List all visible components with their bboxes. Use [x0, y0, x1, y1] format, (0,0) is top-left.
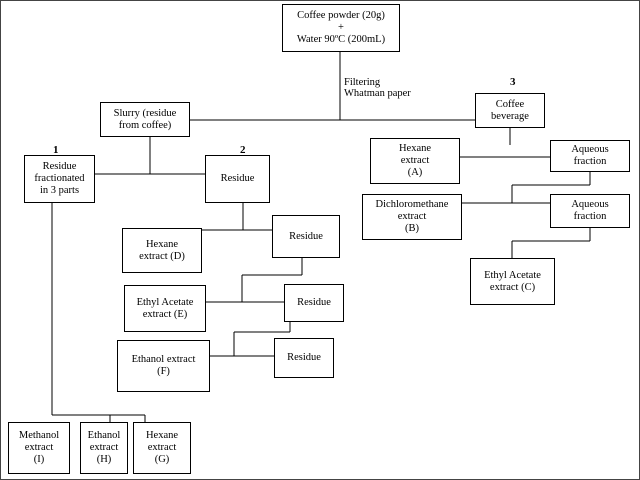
filtering-label: Filtering Whatman paper: [344, 77, 411, 99]
ethanol-extract-f-box: Ethanol extract (F): [117, 340, 210, 392]
route-2-number: 2: [240, 144, 246, 156]
node-text: Aqueous: [571, 144, 609, 155]
slurry-box: Slurry (residue from coffee): [100, 102, 190, 137]
node-text: (H): [96, 454, 112, 465]
node-text: extract: [89, 442, 119, 453]
node-text: Dichloromethane: [375, 199, 449, 210]
node-text: in 3 parts: [39, 185, 80, 196]
whatman-text: Whatman paper: [344, 88, 411, 99]
residue-2-box: Residue: [205, 155, 270, 203]
hexane-extract-g-box: Hexane extract (G): [133, 422, 191, 474]
residue-5-box: Residue: [274, 338, 334, 378]
filtering-text: Filtering: [344, 77, 381, 88]
node-text: Residue: [220, 173, 255, 184]
node-text: Aqueous: [571, 199, 609, 210]
node-text: Hexane: [398, 143, 432, 154]
node-text: (I): [33, 454, 45, 465]
methanol-extract-i-box: Methanol extract (I): [8, 422, 70, 474]
route-1-number: 1: [53, 144, 59, 156]
node-text: extract (E): [142, 308, 188, 320]
residue-3-box: Residue: [272, 215, 340, 258]
coffee-beverage-box: Coffee beverage: [475, 93, 545, 128]
node-text: Water 90ºC (200mL): [296, 34, 386, 45]
residue-fractionated-box: Residue fractionated in 3 parts: [24, 155, 95, 203]
hexane-extract-a-box: Hexane extract (A): [370, 138, 460, 184]
node-text: (A): [407, 167, 423, 178]
node-text: Hexane: [145, 238, 179, 250]
hexane-extract-d-box: Hexane extract (D): [122, 228, 202, 273]
aqueous-fraction-2-box: Aqueous fraction: [550, 194, 630, 228]
route-3-number: 3: [510, 76, 516, 88]
node-text: extract (D): [139, 250, 185, 262]
dichloromethane-extract-b-box: Dichloromethane extract (B): [362, 194, 462, 240]
node-text: extract: [397, 211, 427, 222]
node-text: Slurry (residue: [113, 107, 177, 119]
node-text: (G): [154, 454, 170, 465]
node-text: Methanol: [18, 430, 60, 441]
node-text: fraction: [573, 156, 607, 167]
node-text: (B): [405, 223, 419, 234]
node-text: extract (C): [489, 281, 536, 293]
node-text: from coffee): [118, 119, 172, 131]
node-text: beverage: [491, 110, 529, 122]
node-text: Ethanol extract: [131, 354, 196, 365]
node-text: Ethanol: [87, 430, 121, 441]
node-text: Hexane: [145, 430, 179, 441]
node-text: fractionated: [34, 173, 85, 184]
node-text: Residue: [289, 230, 323, 242]
residue-4-box: Residue: [284, 284, 344, 322]
ethanol-extract-h-box: Ethanol extract (H): [80, 422, 128, 474]
node-text: Coffee powder (20g): [297, 10, 385, 21]
node-text: Residue: [42, 161, 77, 172]
ethyl-acetate-extract-c-box: Ethyl Acetate extract (C): [470, 258, 555, 305]
coffee-powder-box: Coffee powder (20g) + Water 90ºC (200mL): [282, 4, 400, 52]
node-text: extract: [400, 155, 430, 166]
node-text: +: [338, 22, 344, 33]
node-text: (F): [157, 366, 170, 377]
node-text: extract: [24, 442, 54, 453]
node-text: Coffee: [495, 98, 525, 110]
node-text: extract: [147, 442, 177, 453]
node-text: Ethyl Acetate: [484, 269, 541, 281]
node-text: Ethyl Acetate: [136, 296, 194, 308]
aqueous-fraction-1-box: Aqueous fraction: [550, 140, 630, 172]
ethyl-acetate-extract-e-box: Ethyl Acetate extract (E): [124, 285, 206, 332]
node-text: Residue: [287, 352, 321, 363]
node-text: fraction: [573, 211, 607, 222]
node-text: Residue: [297, 297, 331, 308]
